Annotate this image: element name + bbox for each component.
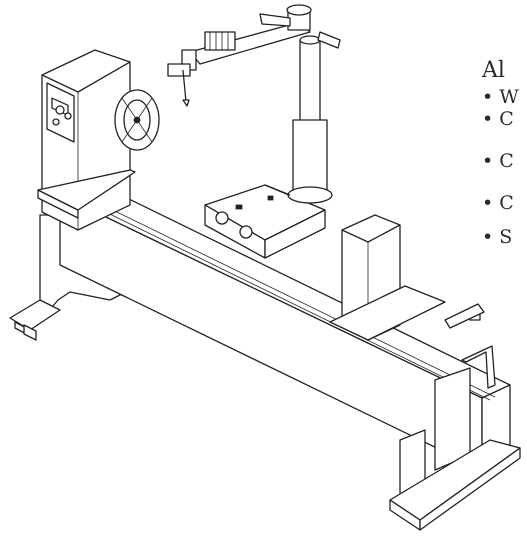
bullet-item: • W — [482, 86, 519, 108]
bullet-item: • C — [482, 108, 514, 130]
side-heading: Al — [482, 58, 505, 83]
vertical-column — [264, 35, 333, 204]
bullet-item: • S — [482, 226, 513, 248]
headstock-housing — [37, 49, 136, 231]
right-leg — [389, 367, 521, 531]
side-bullet-list: • W • C • C • C • S — [482, 86, 527, 248]
right-handle — [444, 303, 496, 389]
tailstock — [329, 214, 446, 341]
bullet-item: • C — [482, 192, 514, 214]
main-beam — [59, 179, 511, 471]
bullet-item: • C — [482, 150, 514, 172]
side-text-column: Al • W • C • C • C • S — [482, 58, 527, 248]
torch-arm — [167, 4, 341, 107]
faceplate-dial — [114, 89, 160, 151]
torch-holder — [167, 31, 236, 107]
